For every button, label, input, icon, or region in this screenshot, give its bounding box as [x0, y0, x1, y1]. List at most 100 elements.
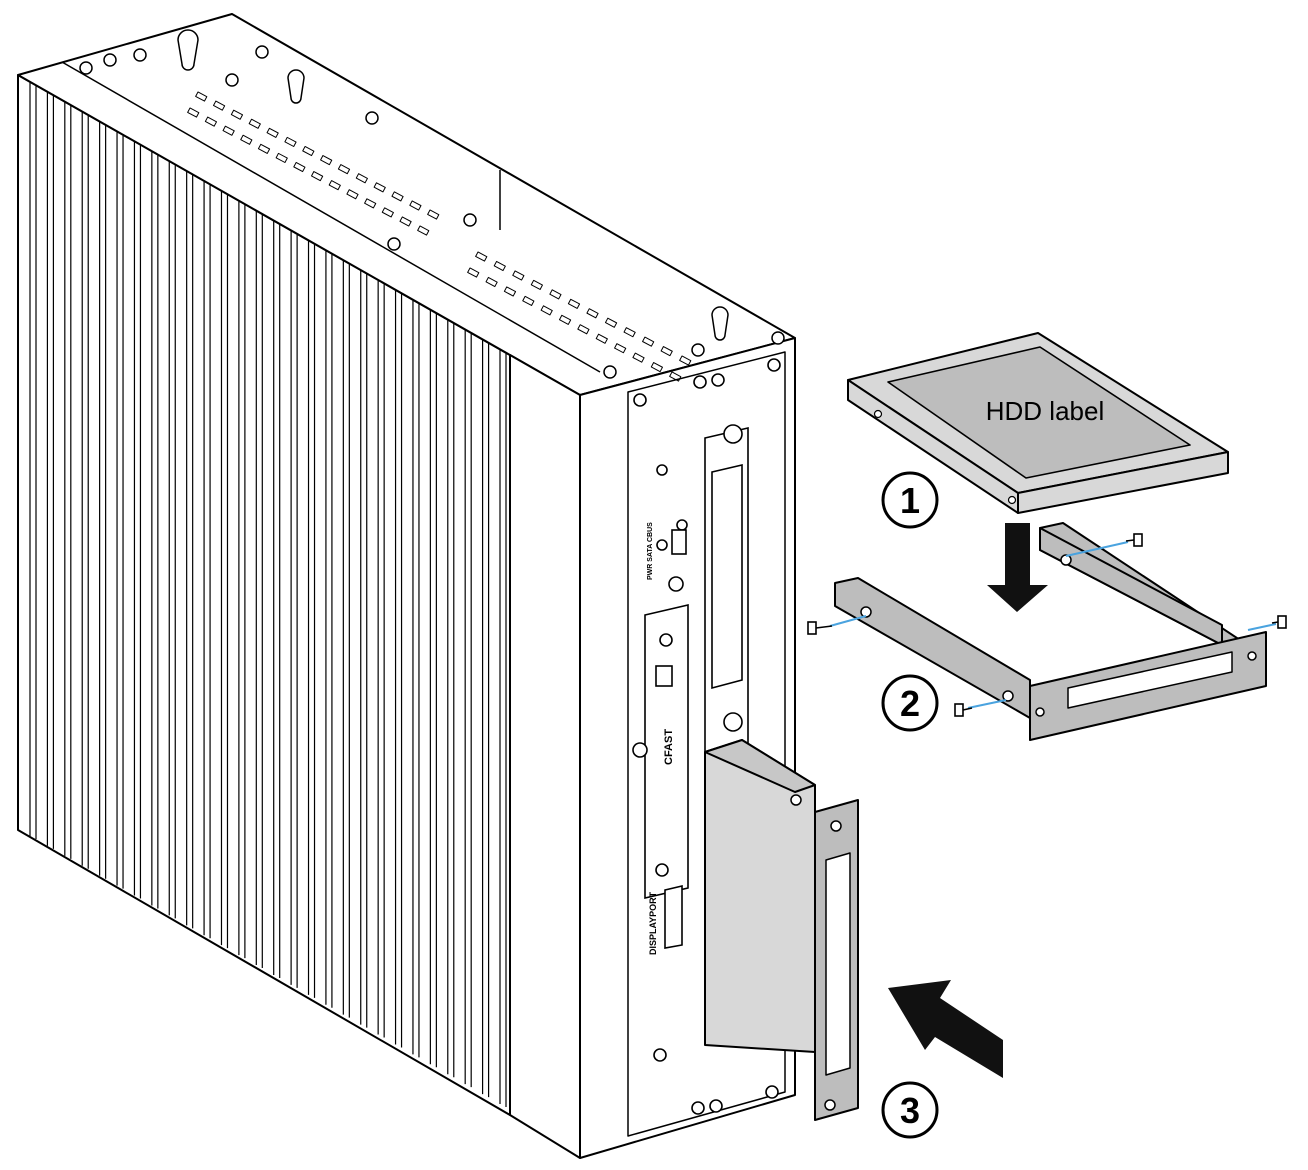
vent-slot — [399, 216, 412, 227]
top-vent-row-front — [187, 91, 440, 236]
vent-slot — [417, 225, 430, 236]
alignment-line — [1065, 541, 1129, 557]
mounting-hole — [255, 45, 269, 59]
arrows — [888, 523, 1048, 1078]
hdd-screw-hole — [1007, 495, 1017, 505]
vent-slot — [586, 308, 599, 319]
thumbscrew — [723, 424, 743, 444]
front-panel-features — [632, 358, 781, 1115]
heatsink-fins — [29, 82, 507, 1107]
vent-slot — [427, 209, 440, 220]
panel-screw — [765, 1085, 779, 1099]
tray-hole — [1247, 651, 1257, 661]
thumbscrew — [723, 712, 743, 732]
arrow-insert-icon — [888, 980, 1003, 1078]
mounting-hole — [387, 237, 401, 251]
tray-handle-window — [1067, 651, 1233, 709]
top-vent-row-rear — [467, 251, 692, 382]
panel-screw — [711, 373, 725, 387]
screw-alignment-lines — [829, 541, 1277, 709]
hdd-label-text: HDD label — [986, 396, 1105, 426]
tray-hole — [1035, 707, 1045, 717]
cfast-latch — [632, 742, 648, 758]
step-1-marker: 1 — [881, 471, 939, 529]
tray-right-rail-face — [1039, 527, 1223, 646]
rotary-switch — [671, 529, 687, 555]
tray-hole — [860, 606, 872, 618]
step-markers: 1 2 3 — [881, 471, 939, 1139]
alignment-line — [1247, 623, 1277, 631]
step-2-marker: 2 — [881, 674, 939, 732]
vent-slot — [230, 109, 244, 120]
vent-slot — [493, 260, 506, 272]
vent-slot — [293, 161, 306, 173]
vent-slot — [275, 152, 288, 163]
panel-screw — [693, 375, 707, 389]
vent-slot — [346, 189, 359, 200]
vent-slot — [212, 100, 226, 111]
panel-screw — [767, 358, 781, 372]
mounting-hole — [103, 53, 117, 67]
mounting-hole — [463, 213, 477, 227]
led — [656, 464, 668, 476]
vent-slot — [364, 198, 377, 209]
hdd-screw-hole — [873, 409, 883, 419]
vent-slot — [540, 305, 553, 316]
vent-slot — [467, 267, 480, 278]
screw-icon — [1271, 615, 1287, 629]
vent-slot — [222, 125, 235, 136]
mounting-hole — [225, 73, 239, 87]
vent-slot — [248, 118, 261, 129]
vent-slot — [284, 136, 297, 147]
button — [668, 576, 684, 592]
vent-slot — [266, 127, 279, 138]
panel-screw — [709, 1099, 723, 1113]
vent-slot — [623, 327, 636, 338]
vent-slot — [522, 295, 535, 306]
vent-slot — [204, 116, 218, 127]
vent-slot — [503, 286, 517, 297]
vent-slot — [650, 362, 663, 373]
inserted-tray-handle-window — [825, 852, 851, 1076]
step-2-number: 2 — [900, 683, 920, 724]
hdd-tray-inserting — [704, 739, 859, 1121]
vent-slot — [485, 276, 498, 288]
alignment-line — [829, 615, 867, 627]
mounting-hole — [691, 343, 705, 357]
cfast-screw — [659, 633, 673, 647]
mounting-hole — [603, 365, 617, 379]
hdd-label-area — [887, 346, 1191, 479]
screw-icon — [954, 703, 973, 717]
vent-slot — [669, 371, 682, 382]
vent-slot — [257, 143, 271, 154]
vent-slot — [679, 355, 692, 366]
led-labels: PWR SATA CBUS — [647, 522, 654, 580]
vent-slot — [530, 279, 543, 290]
vent-slot — [595, 333, 608, 344]
vent-slot — [373, 182, 386, 193]
vent-slot — [328, 180, 341, 191]
screw-icon — [807, 621, 833, 635]
vent-slot — [310, 171, 324, 182]
vent-slot — [381, 207, 394, 218]
vent-slot — [549, 289, 562, 300]
mounting-hole — [79, 61, 93, 75]
upper-slot-window — [711, 463, 743, 690]
vent-slot — [355, 173, 368, 184]
screws — [807, 533, 1287, 717]
panel-screw — [653, 1048, 667, 1062]
vent-slot — [337, 164, 351, 175]
hdd-drive — [847, 332, 1229, 514]
tray-screw-hole — [790, 794, 802, 806]
vent-slot — [614, 343, 627, 354]
keyhole-slot — [177, 29, 199, 71]
vent-slot — [604, 317, 618, 328]
step-3-marker: 3 — [881, 1081, 939, 1139]
vent-slot — [391, 191, 404, 202]
vent-slot — [302, 145, 315, 157]
arrow-down-icon — [987, 523, 1048, 612]
cfast-button — [655, 665, 673, 687]
hdd-tray-bracket — [834, 522, 1267, 741]
